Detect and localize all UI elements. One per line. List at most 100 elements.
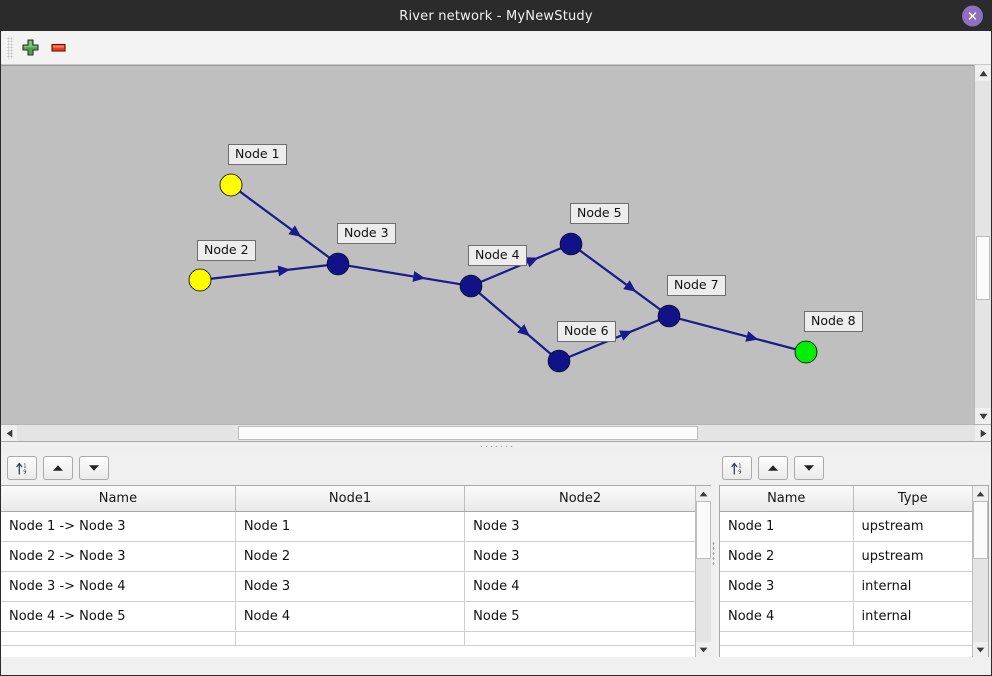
table-cell[interactable]: upstream [853, 511, 972, 542]
scroll-left-button[interactable] [1, 425, 17, 441]
table-cell[interactable]: Node 4 -> Node 5 [1, 601, 236, 632]
node-table-scrollbar[interactable] [972, 486, 988, 657]
node-label-node-3[interactable]: Node 3 [337, 223, 396, 244]
table-cell[interactable]: Node 1 [720, 511, 854, 542]
table-cell[interactable]: Node 3 [464, 541, 695, 572]
graph-vscroll-track[interactable] [975, 81, 991, 408]
table-cell[interactable]: Node 4 [235, 601, 466, 632]
edge-line[interactable] [239, 190, 330, 259]
table-cell[interactable] [1, 631, 236, 646]
node-scroll-thumb[interactable] [973, 501, 988, 559]
edge-line[interactable] [210, 264, 328, 280]
add-node-button[interactable] [16, 34, 44, 62]
table-cell[interactable]: Node 2 -> Node 3 [1, 541, 236, 572]
node-move-up-button[interactable] [758, 456, 788, 480]
branch-scroll-track[interactable] [696, 501, 711, 642]
edge-line[interactable] [679, 317, 796, 351]
scroll-up-button[interactable] [975, 65, 991, 81]
graph-node-node-4[interactable] [459, 274, 483, 298]
column-header-type[interactable]: Type [853, 486, 972, 512]
graph-node-node-5[interactable] [559, 232, 583, 256]
scroll-down-button[interactable] [975, 408, 991, 424]
node-label-node-4[interactable]: Node 4 [468, 245, 527, 266]
branch-table-row[interactable] [1, 631, 695, 646]
graph-node-node-3[interactable] [326, 252, 350, 276]
branch-scroll-down-button[interactable] [696, 642, 711, 657]
branch-sort-button[interactable]: 1 9 [7, 456, 37, 480]
branch-move-down-button[interactable] [79, 456, 109, 480]
table-cell[interactable]: Node 3 [464, 511, 695, 542]
column-header-name[interactable]: Name [1, 486, 236, 512]
graph-node-node-1[interactable] [219, 173, 243, 197]
table-cell[interactable]: Node 4 [720, 601, 854, 632]
table-cell[interactable]: Node 2 [720, 541, 854, 572]
branch-table-scrollbar[interactable] [695, 486, 711, 657]
node-scroll-up-button[interactable] [973, 486, 988, 501]
node-label-node-1[interactable]: Node 1 [228, 144, 287, 165]
close-button[interactable] [962, 5, 983, 27]
table-cell[interactable]: upstream [853, 541, 972, 572]
toolbar-drag-handle[interactable] [7, 36, 13, 59]
node-move-down-button[interactable] [794, 456, 824, 480]
node-label-node-2[interactable]: Node 2 [197, 240, 256, 261]
graph-node-node-7[interactable] [657, 304, 681, 328]
node-table-row[interactable] [720, 631, 972, 646]
graph-hscroll-track[interactable] [17, 425, 975, 441]
column-header-node2[interactable]: Node2 [464, 486, 695, 512]
graph-vertical-scrollbar[interactable] [974, 65, 991, 424]
graph-hscroll-thumb[interactable] [238, 426, 698, 440]
table-cell[interactable]: Node 5 [464, 601, 695, 632]
branch-scroll-up-button[interactable] [696, 486, 711, 501]
graph-node-node-8[interactable] [794, 340, 818, 364]
node-scroll-track[interactable] [973, 501, 988, 642]
table-cell[interactable]: Node 4 [464, 571, 695, 602]
table-cell[interactable] [235, 631, 466, 646]
table-cell[interactable] [853, 631, 972, 646]
window-title: River network - MyNewStudy [399, 8, 593, 24]
branch-move-up-button[interactable] [43, 456, 73, 480]
table-cell[interactable]: internal [853, 571, 972, 602]
graph-node-node-6[interactable] [547, 349, 571, 373]
vertical-splitter[interactable] [711, 451, 716, 657]
table-cell[interactable]: Node 3 -> Node 4 [1, 571, 236, 602]
table-cell[interactable]: Node 3 [235, 571, 466, 602]
remove-node-button[interactable] [44, 34, 72, 62]
edge-line[interactable] [478, 292, 552, 355]
node-label-node-7[interactable]: Node 7 [667, 275, 726, 296]
graph-horizontal-scrollbar[interactable] [1, 424, 991, 441]
edge-line[interactable] [579, 249, 661, 311]
branch-button-bar: 1 9 [1, 451, 711, 485]
graph-vscroll-thumb[interactable] [976, 236, 990, 300]
table-cell[interactable]: Node 3 [720, 571, 854, 602]
table-cell[interactable]: Node 1 -> Node 3 [1, 511, 236, 542]
node-scroll-down-button[interactable] [973, 642, 988, 657]
column-header-name[interactable]: Name [720, 486, 854, 512]
network-diagram-canvas[interactable]: Node 1 Node 2 Node 3 Node 4 Node 5 Node 6 Node… [1, 65, 974, 424]
table-cell[interactable]: Node 2 [235, 541, 466, 572]
graph-node-node-2[interactable] [188, 268, 212, 292]
branch-scroll-thumb[interactable] [696, 501, 711, 559]
table-cell[interactable] [720, 631, 854, 646]
node-sort-button[interactable]: 1 9 [722, 456, 752, 480]
edge-line[interactable] [348, 264, 461, 286]
table-cell[interactable]: internal [853, 601, 972, 632]
node-label-node-8[interactable]: Node 8 [804, 311, 863, 332]
column-header-node1[interactable]: Node1 [235, 486, 466, 512]
table-cell[interactable]: Node 1 [235, 511, 466, 542]
node-label-node-6[interactable]: Node 6 [557, 321, 616, 342]
node-label-node-5[interactable]: Node 5 [570, 203, 629, 224]
table-cell[interactable] [464, 631, 695, 646]
scroll-right-button[interactable] [975, 425, 991, 441]
horizontal-splitter[interactable] [1, 441, 991, 451]
